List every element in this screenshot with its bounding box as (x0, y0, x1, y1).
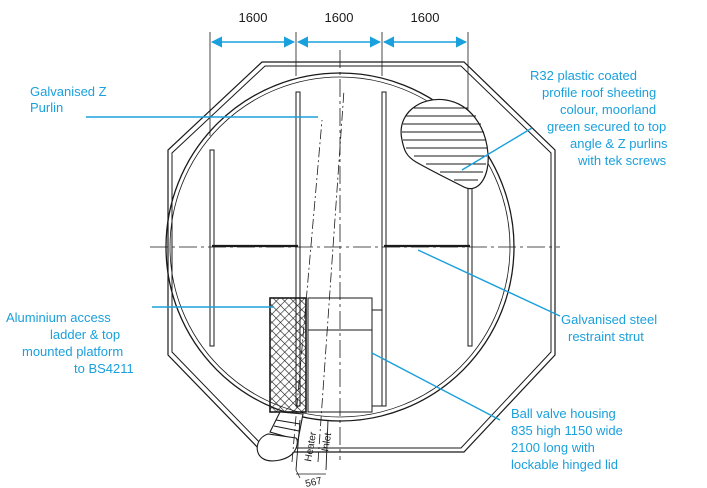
label-galvanised-z-purlin: Galvanised Z Purlin (30, 84, 110, 115)
label-roof-sheeting: R32 plastic coated profile roof sheeting… (530, 68, 671, 168)
pipe-solid-lines (295, 419, 329, 471)
heater-pipe-label: Heater (303, 430, 319, 462)
inlet-pipe-label: Inlet (320, 432, 334, 453)
leader-lines (86, 116, 561, 421)
octagon-inner (171, 65, 552, 449)
label-aluminium-ladder: Aluminium access ladder & top mounted pl… (6, 310, 134, 376)
dimension-label-2: 1600 (325, 10, 354, 25)
label-ball-valve-housing: Ball valve housing 835 high 1150 wide 21… (511, 406, 626, 472)
roof-sheeting-hatch (402, 107, 487, 181)
ball-valve-housing (307, 297, 383, 413)
pipe-lines (291, 89, 345, 463)
ladder-platform-crosshatch (270, 298, 306, 412)
dimension-label-1: 1600 (239, 10, 268, 25)
roof-sheeting-cutaway (400, 98, 489, 190)
access-ladder (256, 411, 304, 462)
dimension-label-3: 1600 (411, 10, 440, 25)
label-restraint-strut: Galvanised steel restraint strut (561, 312, 661, 344)
bottom-dimension-label: 567 (304, 476, 323, 488)
bottom-dimension-tick (295, 469, 301, 479)
